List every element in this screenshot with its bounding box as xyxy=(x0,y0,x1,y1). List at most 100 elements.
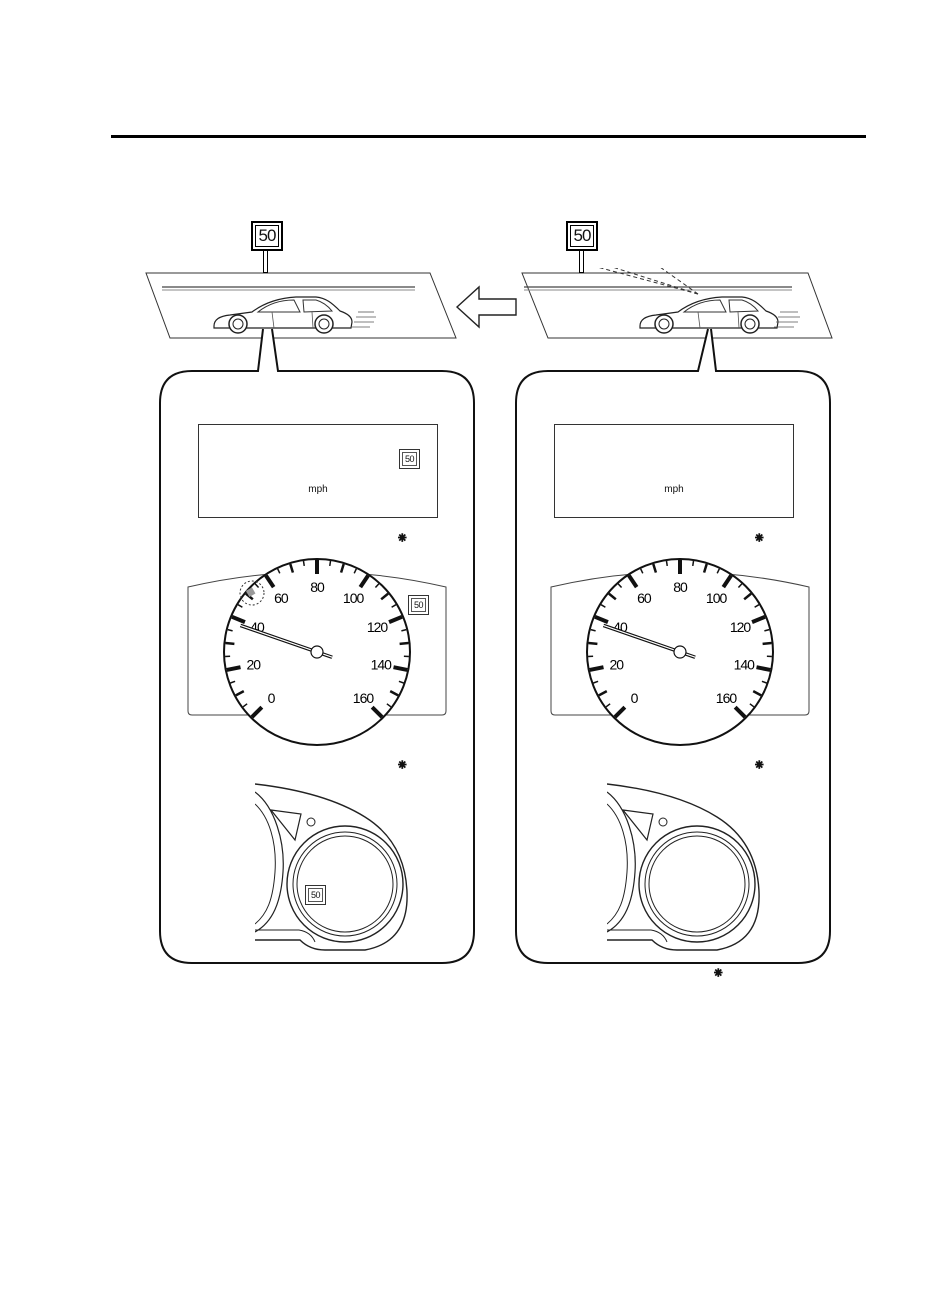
left-instrument-cluster xyxy=(255,783,408,951)
left-display-unit: mph xyxy=(308,484,328,495)
gauge-label: 160 xyxy=(716,690,738,706)
gauge-tick xyxy=(401,628,407,632)
gauge-tick xyxy=(339,563,345,573)
gauge-tick xyxy=(639,568,644,574)
gauge-tick xyxy=(358,574,370,589)
gauge-tick xyxy=(250,705,264,719)
gauge-tick xyxy=(617,583,623,589)
gauge-tick xyxy=(590,628,596,632)
gauge-tick xyxy=(594,614,609,624)
gauge-label: 100 xyxy=(343,590,365,606)
gauge-tick xyxy=(692,560,695,567)
header-rule xyxy=(111,135,866,138)
gauge-tick xyxy=(237,604,243,608)
gauge-hub xyxy=(310,645,324,659)
gauge-tick xyxy=(733,705,747,719)
gauge-tick xyxy=(652,563,658,573)
gauge-tick xyxy=(665,560,668,567)
gauge-tick xyxy=(593,680,599,684)
gauge-tick xyxy=(756,665,771,672)
gauge-tick xyxy=(588,641,598,646)
gauge-tick xyxy=(391,604,397,608)
left-speed-sign: 50 xyxy=(251,221,283,251)
gauge-tick xyxy=(289,563,295,573)
gauge-tick xyxy=(754,604,760,608)
gauge-tick xyxy=(716,568,721,574)
gauge-tick xyxy=(374,583,380,589)
gauge-tick xyxy=(737,583,743,589)
left-display-speed-badge: 50 xyxy=(399,449,420,469)
gauge-tick xyxy=(388,614,403,624)
gauge-label: 120 xyxy=(730,619,752,635)
gauge-tick xyxy=(608,592,617,601)
speed-limit-marker xyxy=(239,580,265,606)
sedan-car-icon xyxy=(213,296,353,334)
sedan-car-icon xyxy=(639,296,779,334)
left-gauge-speed-badge: 50 xyxy=(408,595,429,615)
gauge-tick xyxy=(226,665,241,672)
gauge-tick xyxy=(589,665,604,672)
asterisk-mark: ⁕ xyxy=(396,530,409,547)
gauge-label: 80 xyxy=(673,579,688,595)
gauge-label: 0 xyxy=(631,690,639,706)
gauge-tick xyxy=(276,568,281,574)
gauge-label: 0 xyxy=(268,690,276,706)
asterisk-mark: ⁕ xyxy=(753,530,766,547)
cluster-speed-badge: 50 xyxy=(305,885,326,905)
gauge-tick xyxy=(353,568,358,574)
gauge-tick xyxy=(235,690,245,697)
asterisk-mark: ⁕ xyxy=(396,757,409,774)
gauge-tick xyxy=(749,703,755,708)
left-arrow-icon xyxy=(455,285,517,329)
gauge-tick xyxy=(254,583,260,589)
gauge-tick xyxy=(230,680,236,684)
gauge-tick xyxy=(398,680,404,684)
gauge-label: 100 xyxy=(706,590,728,606)
gauge-label: 20 xyxy=(246,657,261,673)
gauge-label: 20 xyxy=(609,657,624,673)
gauge-tick xyxy=(370,705,384,719)
gauge-label: 80 xyxy=(310,579,325,595)
right-head-up-display: mph xyxy=(554,424,794,518)
asterisk-mark: ⁕ xyxy=(753,757,766,774)
gauge-label: 120 xyxy=(367,619,389,635)
gauge-label: 160 xyxy=(353,690,375,706)
right-road-scene xyxy=(521,268,833,339)
gauge-tick xyxy=(613,705,627,719)
gauge-label: 60 xyxy=(637,590,652,606)
gauge-tick xyxy=(225,641,235,646)
gauge-tick xyxy=(762,641,772,646)
left-sign-post xyxy=(263,251,268,273)
gauge-tick xyxy=(761,680,767,684)
left-head-up-display: 50 mph xyxy=(198,424,438,518)
left-speed-sign-value: 50 xyxy=(255,225,279,247)
speed-limit-marker-fill xyxy=(245,587,256,597)
left-road-scene xyxy=(145,272,457,339)
gauge-tick xyxy=(743,592,752,601)
gauge-tick xyxy=(302,560,305,567)
gauge-label: 140 xyxy=(371,657,393,673)
gauge-tick xyxy=(386,703,392,708)
right-instrument-cluster xyxy=(607,783,760,951)
asterisk-mark: ⁕ xyxy=(712,965,725,982)
gauge-tick xyxy=(264,574,276,589)
gauge-label: 140 xyxy=(734,657,756,673)
gauge-tick xyxy=(751,614,766,624)
right-speed-sign: 50 xyxy=(566,221,598,251)
gauge-tick xyxy=(393,665,408,672)
gauge-tick xyxy=(227,628,233,632)
right-display-unit: mph xyxy=(664,484,684,495)
right-sign-post xyxy=(579,251,584,273)
gauge-tick xyxy=(605,703,611,708)
gauge-tick xyxy=(389,690,399,697)
gauge-tick xyxy=(627,574,639,589)
gauge-tick xyxy=(764,628,770,632)
gauge-tick xyxy=(242,703,248,708)
gauge-tick xyxy=(598,690,608,697)
gauge-tick xyxy=(721,574,733,589)
gauge-tick xyxy=(380,592,389,601)
gauge-label: 60 xyxy=(274,590,289,606)
gauge-tick xyxy=(752,690,762,697)
